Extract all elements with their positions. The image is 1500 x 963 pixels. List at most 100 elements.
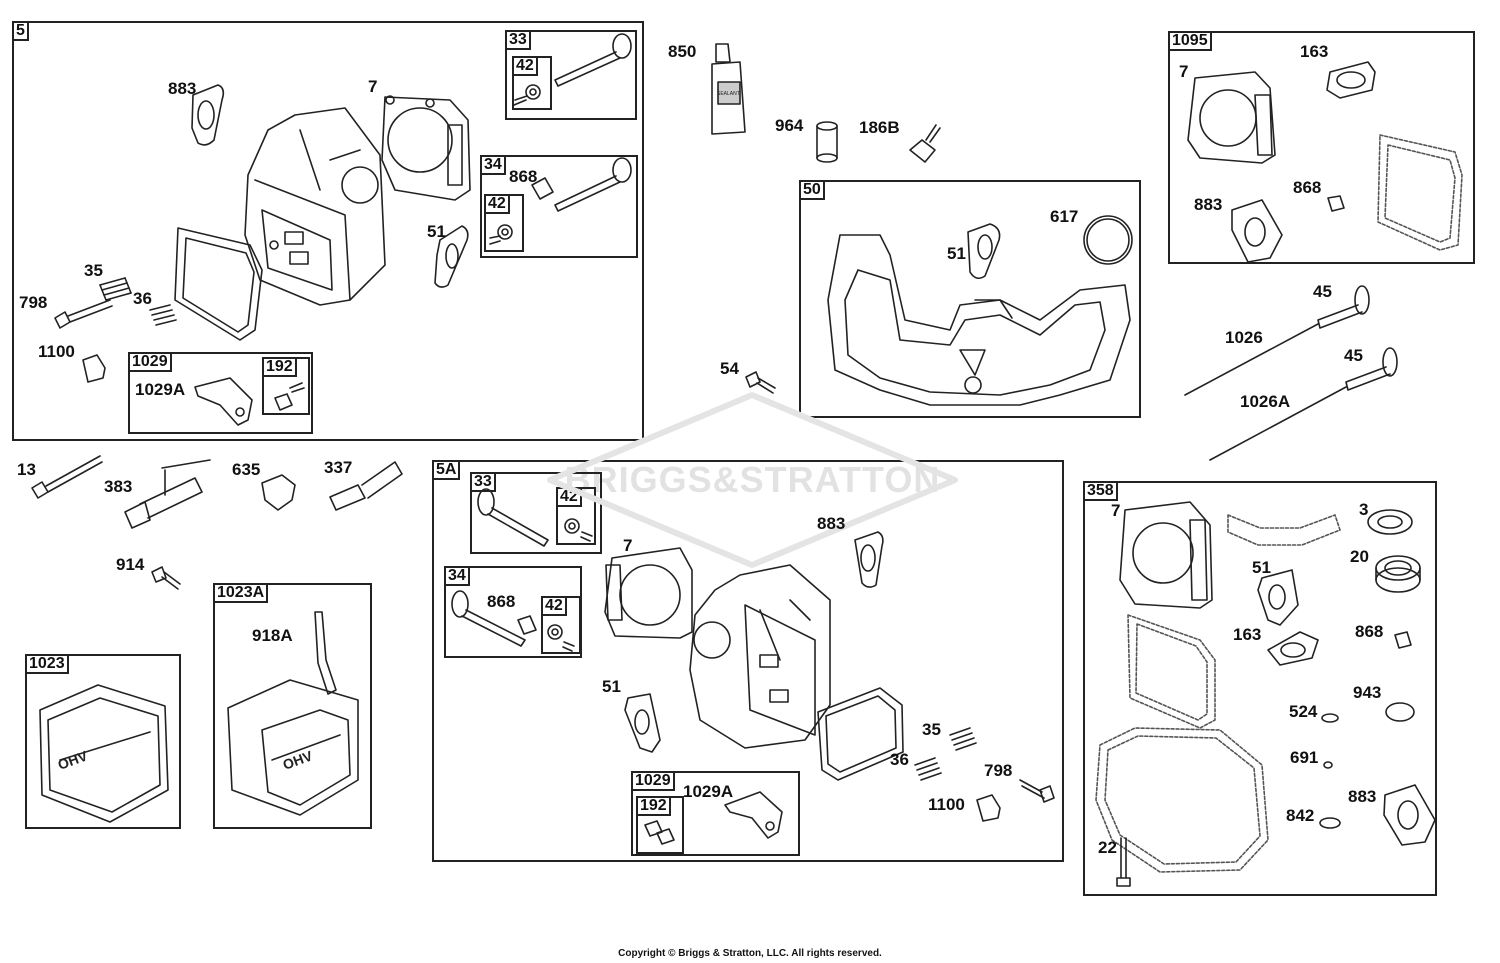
cylinder-head-icon	[244, 107, 386, 306]
group-tag-34: 34	[444, 566, 470, 586]
valve-34-bottom-icon	[451, 590, 575, 652]
spring-36-icon	[149, 304, 177, 326]
valve-34-icon	[489, 157, 632, 245]
group-tag-33: 33	[470, 472, 496, 492]
bearing-20-icon	[1375, 555, 1421, 593]
gasket-51-mid-icon	[967, 223, 1001, 280]
nut-192-icon	[274, 382, 305, 411]
gasket-883-icon	[191, 84, 225, 146]
part-label-798-5A: 798	[984, 761, 1013, 780]
part-label-883-358: 883	[1348, 787, 1377, 806]
group-tag-42: 42	[484, 194, 510, 214]
group-box-42-top-a: 42	[512, 56, 552, 110]
part-label-7-358: 7	[1111, 501, 1121, 520]
o-ring-691-icon	[1323, 761, 1333, 769]
part-label-45-bottom: 45	[1344, 346, 1363, 365]
ohv-emblem-1023A: OHV	[281, 747, 316, 773]
part-label-35: 35	[84, 261, 103, 280]
gasket-163-icon	[1326, 61, 1376, 99]
part-label-1026A: 1026A	[1240, 392, 1291, 411]
bolt-798-icon	[54, 299, 113, 329]
group-box-192-top: 192	[262, 357, 310, 415]
valve-cover-1023A-icon	[227, 679, 359, 816]
head-gasket-358-icon	[1119, 501, 1213, 609]
group-box-33-top: 33	[505, 30, 637, 120]
cover-gasket-1095-icon	[1377, 134, 1463, 251]
gasket-163-358-icon	[1267, 631, 1319, 666]
group-tag-34: 34	[480, 155, 506, 175]
valve-33-bottom-icon	[477, 488, 593, 547]
part-label-964: 964	[775, 116, 804, 135]
gasket-51-358-icon	[1257, 569, 1299, 626]
screw-54-icon	[745, 371, 776, 394]
group-box-34-bottom: 34	[444, 566, 582, 658]
ohv-emblem-1023: OHV	[56, 747, 91, 773]
part-label-850: 850	[668, 42, 697, 61]
group-box-5A: 5A	[432, 460, 1064, 862]
group-tag-192: 192	[262, 357, 297, 377]
copyright-notice: Copyright © Briggs & Stratton, LLC. All …	[618, 948, 882, 959]
bolt-13-icon	[31, 455, 103, 499]
group-box-50: 50	[799, 180, 1141, 418]
part-label-1029A-5A: 1029A	[683, 782, 734, 801]
rocker-stud-1100-icon	[82, 354, 106, 383]
head-gasket-7-icon	[381, 95, 471, 201]
gasket-51-icon	[434, 225, 469, 288]
o-ring-943-icon	[1385, 702, 1415, 722]
group-tag-50: 50	[799, 180, 825, 200]
valve-cover-gasket-5A-icon	[817, 687, 904, 781]
group-box-192-bottom: 192	[636, 796, 684, 854]
group-tag-42: 42	[541, 596, 567, 616]
part-label-13: 13	[17, 460, 36, 479]
group-tag-33: 33	[505, 30, 531, 50]
part-label-1100-5A: 1100	[928, 795, 965, 814]
sealant-tube-850-icon	[711, 43, 746, 135]
spring-35-icon	[99, 277, 132, 301]
group-box-1029-bottom: 1029	[631, 771, 800, 856]
group-tag-1029: 1029	[631, 771, 675, 791]
fitting-186B-icon	[909, 124, 941, 163]
part-label-842: 842	[1286, 806, 1315, 825]
cover-gasket-358-icon	[1127, 614, 1216, 729]
part-label-7: 7	[368, 77, 378, 96]
part-label-51-mid: 51	[947, 244, 966, 263]
part-label-3: 3	[1359, 500, 1369, 519]
part-label-914: 914	[116, 555, 145, 574]
seal-3-icon	[1367, 509, 1413, 535]
group-box-42-bottom-b: 42	[541, 596, 581, 654]
group-tag-192: 192	[636, 796, 671, 816]
gasket-883-358-icon	[1383, 784, 1436, 846]
part-label-7-1095: 7	[1179, 62, 1189, 81]
part-label-20: 20	[1350, 547, 1369, 566]
group-tag-1029: 1029	[128, 352, 172, 372]
part-label-337: 337	[324, 458, 353, 477]
part-label-524: 524	[1289, 702, 1318, 721]
group-box-34-top: 34	[480, 155, 638, 258]
group-box-33-bottom: 33	[470, 472, 602, 554]
o-ring-524-icon	[1321, 713, 1339, 723]
bolt-914-icon	[151, 566, 181, 590]
part-label-868: 868	[509, 167, 538, 186]
part-label-635: 635	[232, 460, 261, 479]
rocker-stud-1100-5A-icon	[976, 794, 1001, 822]
retainer-42-icon	[513, 84, 541, 106]
part-label-45-top: 45	[1313, 282, 1332, 301]
part-label-186B: 186B	[859, 118, 900, 137]
group-box-42-top-b: 42	[484, 194, 524, 252]
group-tag-1023: 1023	[25, 654, 69, 674]
valve-45-top-icon	[1184, 285, 1370, 396]
part-label-36: 36	[133, 289, 152, 308]
part-label-883-1095: 883	[1194, 195, 1223, 214]
part-label-163: 163	[1300, 42, 1329, 61]
part-label-51: 51	[427, 222, 446, 241]
part-label-51-5A: 51	[602, 677, 621, 696]
crankcase-gasket-icon	[1095, 727, 1269, 873]
part-label-22: 22	[1098, 838, 1117, 857]
group-box-1029-top: 1029	[128, 352, 313, 434]
gasket-51-5A-icon	[624, 693, 661, 753]
breather-tube-918A-icon	[314, 611, 337, 695]
part-label-163-358: 163	[1233, 625, 1262, 644]
part-label-868-1095: 868	[1293, 178, 1322, 197]
part-label-36-5A: 36	[890, 750, 909, 769]
